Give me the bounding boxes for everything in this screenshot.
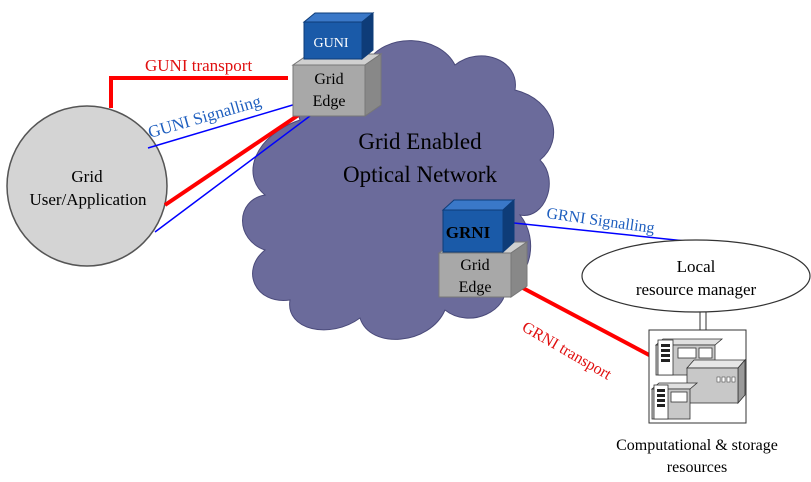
guni-signalling-label: GUNI Signalling (146, 91, 264, 142)
local-resource-manager-ellipse (581, 239, 811, 313)
user-label-line1: Grid (71, 167, 103, 186)
server-icon-bottom (650, 382, 699, 420)
resources-label-line1: Computational & storage (616, 437, 778, 454)
grni-signalling-line (513, 222, 696, 243)
guni-box-label: GUNI (314, 36, 349, 51)
grni-transport-line (520, 285, 669, 367)
guni-signalling-line-upper (147, 103, 297, 149)
edge1-label-line2: Edge (313, 93, 346, 110)
edge2-label-line2: Edge (459, 279, 492, 296)
guni-grid-edge-node (291, 11, 383, 117)
lrm-label-line2: resource manager (636, 280, 757, 299)
grni-grid-edge-node (437, 198, 529, 298)
storage-icon (686, 358, 746, 405)
guni-transport-line-lower (163, 110, 305, 207)
resources-label-line2: resources (667, 459, 727, 476)
guni-transport-line-upper (109, 76, 288, 108)
network-label-line1: Grid Enabled (358, 129, 482, 154)
edge2-label-line1: Grid (460, 257, 489, 274)
edge1-label-line1: Grid (314, 71, 343, 88)
grni-box-label: GRNI (446, 223, 491, 242)
user-label-line2: User/Application (29, 190, 147, 209)
user-application-circle (6, 105, 168, 267)
guni-signalling-line-lower (154, 106, 323, 233)
guni-transport-label: GUNI transport (145, 56, 252, 75)
network-label-line2: Optical Network (343, 162, 497, 187)
lrm-label-line1: Local (677, 257, 716, 276)
